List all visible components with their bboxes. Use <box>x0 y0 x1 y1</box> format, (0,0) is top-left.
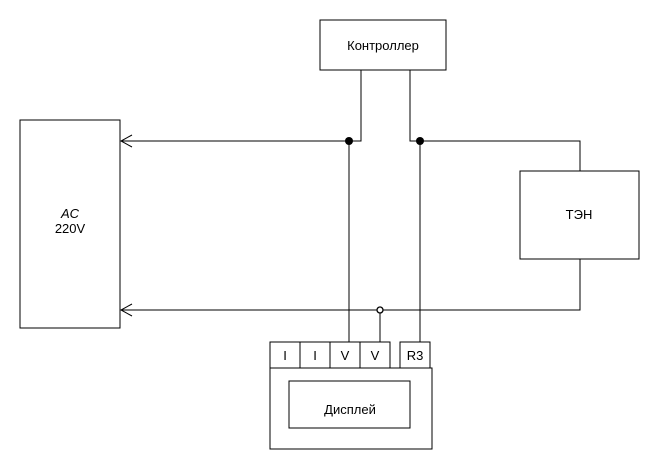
terminal-label-3: V <box>341 348 350 363</box>
wire-top-right <box>409 70 581 171</box>
wiring <box>121 70 581 342</box>
junction-ring <box>376 306 384 314</box>
ac-voltage-label: 220V <box>55 221 86 236</box>
terminal-box-1 <box>269 341 301 369</box>
terminal-label-5: R3 <box>407 348 424 363</box>
controller-label: Контроллер <box>347 38 419 53</box>
wire-bottom <box>121 259 581 311</box>
terminal-label-4: V <box>371 348 380 363</box>
ac-source-block: AC 220V <box>19 119 121 329</box>
display-unit: Дисплей I I V V R3 <box>269 341 433 450</box>
display-label: Дисплей <box>324 402 376 417</box>
terminal-box-4 <box>359 341 391 369</box>
display-screen <box>288 380 411 429</box>
terminal-label-2: I <box>313 348 317 363</box>
junction-dot-right <box>416 137 424 145</box>
terminal-label-1: I <box>283 348 287 363</box>
junction-dot-left <box>345 137 353 145</box>
terminal-box-3 <box>329 341 361 369</box>
heater-label: ТЭН <box>566 207 593 222</box>
arrow-top <box>119 134 133 148</box>
terminal-box-5 <box>399 341 431 369</box>
wire-top-left <box>121 70 362 142</box>
terminal-box-2 <box>299 341 331 369</box>
heater-block: ТЭН <box>519 170 640 260</box>
ac-label: AC <box>60 206 80 221</box>
controller-block: Контроллер <box>319 19 447 71</box>
arrow-bottom <box>119 303 133 317</box>
